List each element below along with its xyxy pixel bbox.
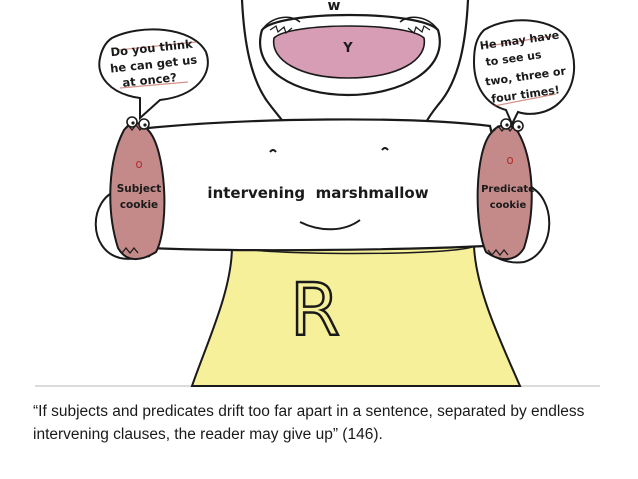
- left-speech-bubble: [98, 28, 209, 121]
- quote-caption: “If subjects and predicates drift too fa…: [33, 403, 585, 443]
- subject-cookie: [109, 116, 166, 260]
- shirt: [190, 245, 522, 387]
- uvula-letter: Y: [342, 41, 353, 56]
- mouth: [259, 13, 441, 97]
- shirt-letter: R: [290, 268, 340, 352]
- subject-cookie-label-1: Subject: [117, 183, 162, 195]
- nose-letter: w: [328, 0, 341, 14]
- marshmallow-illustration: w Y R intervening marshmallow o Sub: [35, 0, 600, 387]
- predicate-cookie-label-1: Predicate: [481, 184, 535, 195]
- marshmallow-label: intervening marshmallow: [207, 184, 428, 202]
- predicate-cookie-label-2: cookie: [490, 200, 527, 211]
- subject-cookie-mouth: o: [135, 157, 142, 171]
- left-bubble-line-3: at once?: [122, 70, 178, 90]
- predicate-cookie-mouth: o: [506, 153, 513, 167]
- subject-cookie-label-2: cookie: [120, 199, 158, 211]
- right-speech-bubble: [472, 19, 576, 127]
